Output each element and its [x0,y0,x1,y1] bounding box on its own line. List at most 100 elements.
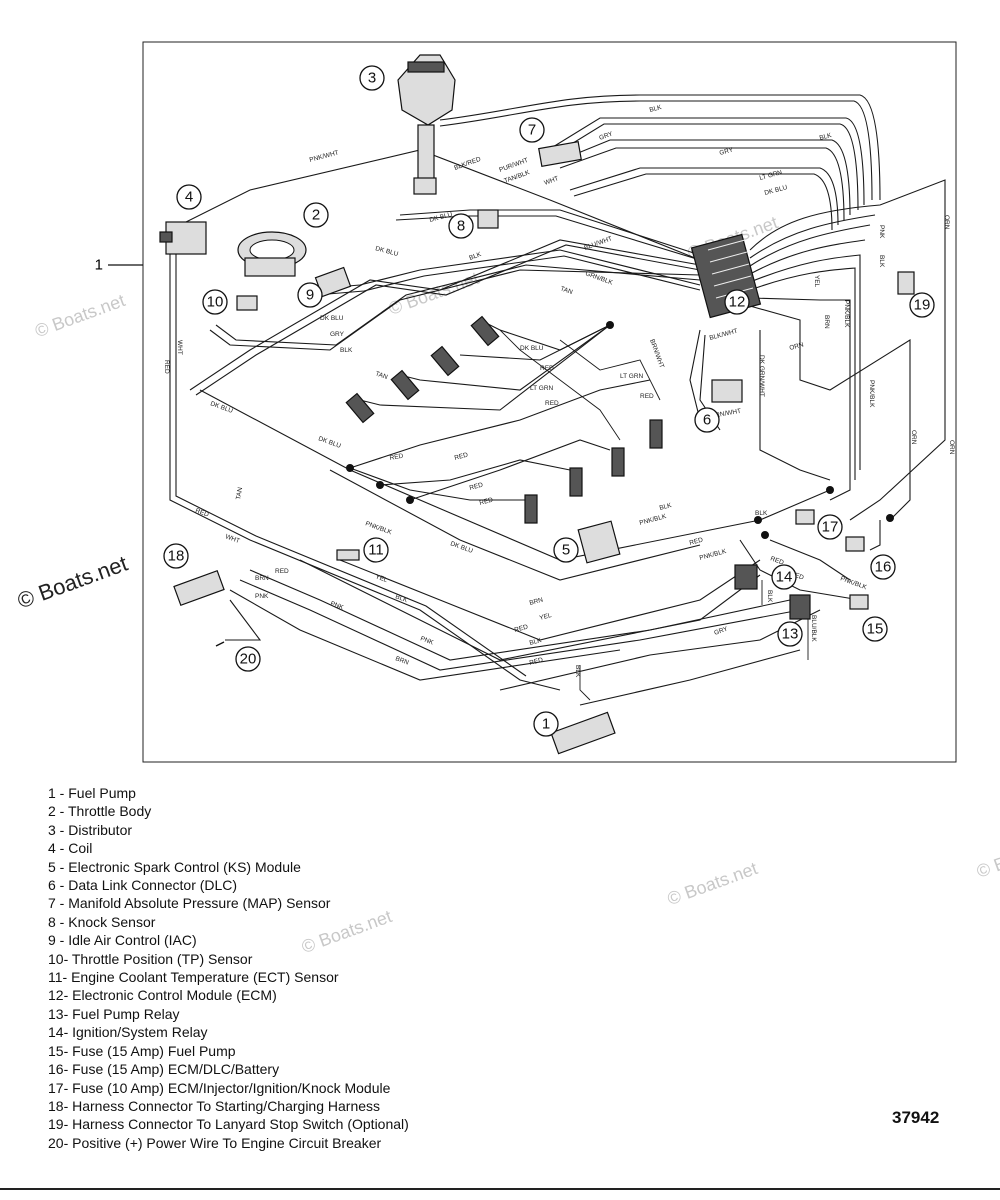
svg-text:15: 15 [867,621,884,638]
callout-1: 1 [533,711,559,737]
svg-text:RED: RED [275,568,289,575]
callout-11: 11 [363,537,389,563]
svg-text:PNK: PNK [419,635,435,646]
svg-text:TAN: TAN [559,285,573,296]
svg-text:14: 14 [776,569,793,586]
svg-text:RED: RED [454,452,469,462]
callout-15: 15 [862,616,888,642]
callout-18: 18 [163,543,189,569]
svg-text:GRY: GRY [713,625,729,637]
component-relays [734,564,811,620]
svg-text:PNK/BLK: PNK/BLK [364,520,393,536]
callout-4: 4 [176,184,202,210]
callout-7: 7 [519,117,545,143]
svg-text:BLK/WHT: BLK/WHT [709,328,739,342]
svg-text:18: 18 [168,548,185,565]
svg-text:16: 16 [875,559,892,576]
ground-wire-20 [215,641,225,647]
bottom-divider [0,1188,1000,1190]
component-harness-connector-19 [897,271,915,295]
legend-item: 4 - Coil [48,840,93,857]
harness-top [439,94,881,231]
svg-text:RED: RED [469,482,484,492]
svg-text:PNK/BLK: PNK/BLK [843,300,850,328]
legend-item: 17- Fuse (10 Amp) ECM/Injector/Ignition/… [48,1079,391,1096]
legend-item: 10- Throttle Position (TP) Sensor [48,950,253,967]
svg-text:PNK/BLK: PNK/BLK [839,575,868,591]
svg-text:RED: RED [163,360,170,374]
frame-label: 1 [95,257,103,274]
svg-text:RED: RED [789,570,805,581]
svg-text:DK BLU: DK BLU [209,400,234,415]
svg-text:YEL: YEL [813,275,820,288]
callout-20: 20 [235,646,261,672]
component-fuses [795,509,869,610]
harness-bottom [225,520,881,706]
svg-text:DK GRN/WHT: DK GRN/WHT [758,355,765,397]
svg-text:RED: RED [769,555,785,566]
legend-item: 2 - Throttle Body [48,803,152,820]
callout-13: 13 [777,621,803,647]
svg-text:BLK: BLK [649,104,663,114]
svg-text:BLK: BLK [394,593,409,604]
callout-14: 14 [771,564,797,590]
svg-text:3: 3 [368,70,376,87]
callout-8: 8 [448,213,474,239]
svg-text:GRY: GRY [719,146,735,157]
callout-12: 12 [724,289,750,315]
legend-item: 13- Fuel Pump Relay [48,1005,180,1022]
callout-9: 9 [297,282,323,308]
svg-text:BRN: BRN [823,315,830,329]
svg-text:RED: RED [689,537,704,547]
svg-text:© Boats.net: © Boats.net [665,858,760,909]
svg-text:BLK: BLK [468,251,483,262]
svg-text:BLK/RED: BLK/RED [453,156,482,172]
svg-text:8: 8 [457,218,465,235]
legend-item: 14- Ignition/System Relay [48,1024,208,1041]
svg-text:LT GRN: LT GRN [620,373,644,380]
injector-harness [199,319,894,581]
svg-text:5: 5 [562,542,570,559]
legend-item: 15- Fuse (15 Amp) Fuel Pump [48,1042,236,1059]
svg-text:DK BLU: DK BLU [520,345,544,352]
legend-item: 7 - Manifold Absolute Pressure (MAP) Sen… [48,895,331,912]
legend-item: 19- Harness Connector To Lanyard Stop Sw… [48,1116,409,1133]
svg-text:PNK: PNK [878,225,885,239]
svg-text:1: 1 [542,716,550,733]
svg-text:DK BLU: DK BLU [320,315,344,322]
svg-text:9: 9 [306,287,314,304]
svg-text:PNK/BLK: PNK/BLK [639,513,668,527]
component-coil [159,221,207,255]
svg-text:LT GRN: LT GRN [530,385,554,392]
svg-text:17: 17 [822,519,839,536]
svg-text:4: 4 [185,189,193,206]
legend-item: 9 - Idle Air Control (IAC) [48,932,197,949]
svg-text:PNK/BLK: PNK/BLK [868,380,875,408]
callout-19: 19 [909,292,935,318]
svg-text:13: 13 [782,626,799,643]
svg-text:YEL: YEL [374,573,388,584]
svg-text:BRN: BRN [529,597,544,607]
legend-item: 20- Positive (+) Power Wire To Engine Ci… [48,1134,382,1151]
callout-2: 2 [303,202,329,228]
callout-3: 3 [359,65,385,91]
component-ks-module [577,520,621,564]
svg-text:GRY: GRY [598,130,614,142]
svg-text:TAN: TAN [374,370,388,381]
svg-text:LT GRN: LT GRN [759,169,784,182]
wire-labels: PNK/WHT BLK/RED PUR/WHT TAN/BLK WHT GRY … [163,104,955,678]
svg-text:BLK: BLK [819,132,833,142]
svg-text:BLK: BLK [766,590,773,603]
legend-item: 16- Fuse (15 Amp) ECM/DLC/Battery [48,1061,280,1078]
svg-text:BRN: BRN [255,575,269,582]
component-knock-sensor [477,209,499,229]
harness-left [169,149,701,691]
svg-text:ORN: ORN [948,440,955,455]
svg-text:GRY: GRY [330,331,345,338]
svg-text:11: 11 [368,542,384,559]
svg-text:12: 12 [729,294,746,311]
callout-10: 10 [202,289,228,315]
callout-16: 16 [870,554,896,580]
svg-text:RED: RED [640,393,654,400]
